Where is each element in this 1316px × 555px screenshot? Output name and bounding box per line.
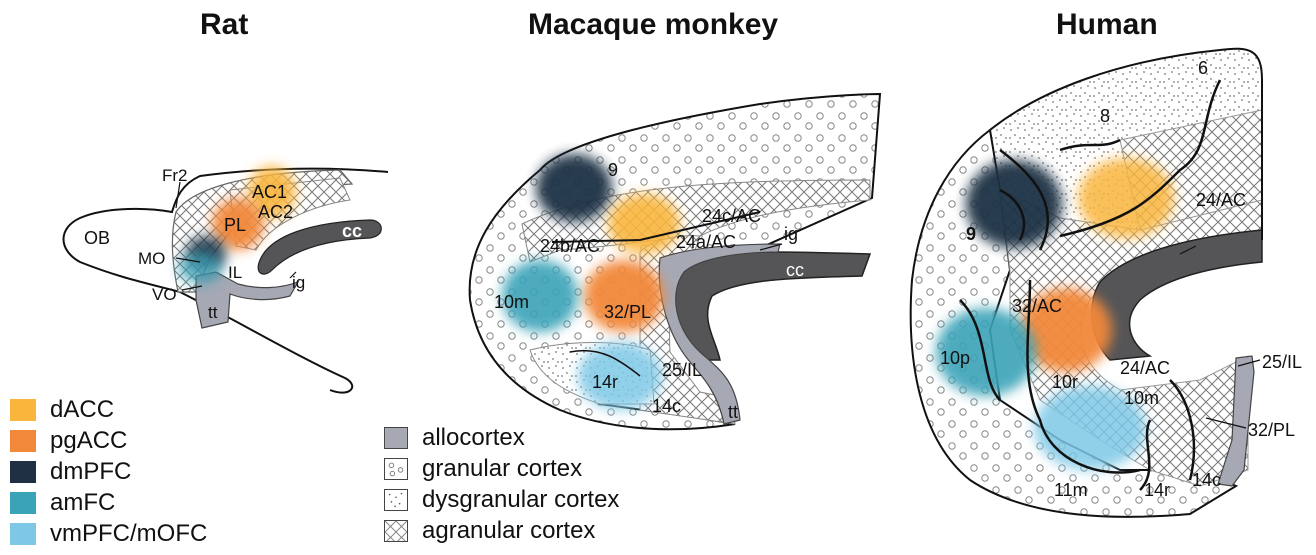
rat-label-pl: PL xyxy=(224,215,246,235)
legend-item-granular: granular cortex xyxy=(384,453,619,484)
human-label-8: 8 xyxy=(1100,106,1110,126)
human-label-14c: 14c xyxy=(1192,470,1221,490)
macaque-label-14c: 14c xyxy=(652,396,681,416)
macaque-label-25il: 25/IL xyxy=(662,360,702,380)
region-legend: dACC pgACC dmPFC amFC vmPFC/mOFC xyxy=(10,394,207,549)
rat-label-ob: OB xyxy=(84,228,110,248)
macaque-label-cc: cc xyxy=(786,260,804,280)
macaque-label-ig: ig xyxy=(784,224,798,244)
human-label-6: 6 xyxy=(1198,58,1208,78)
macaque-label-10m: 10m xyxy=(494,292,529,312)
human-label-32ac: 32/AC xyxy=(1012,296,1062,316)
allocortex-swatch xyxy=(384,427,408,449)
legend-item-pgacc: pgACC xyxy=(10,425,207,456)
pgacc-swatch xyxy=(10,430,36,452)
human-label-10p: 10p xyxy=(940,348,970,368)
legend-label-granular: granular cortex xyxy=(422,455,582,483)
legend-label-amfc: amFC xyxy=(50,489,115,517)
legend-label-dacc: dACC xyxy=(50,396,114,424)
dacc-swatch xyxy=(10,399,36,421)
legend-item-vmpfc: vmPFC/mOFC xyxy=(10,518,207,549)
macaque-label-9: 9 xyxy=(608,160,618,180)
human-label-24ac-lower: 24/AC xyxy=(1120,358,1170,378)
rat-label-cc: cc xyxy=(342,221,362,241)
rat-label-ig: ig xyxy=(292,273,305,292)
rat-brain: Fr2 AC1 AC2 PL cc OB MO IL VO ig tt xyxy=(64,166,389,393)
macaque-dmpfc-blob xyxy=(536,154,612,222)
macaque-label-24c: 24c/AC xyxy=(702,206,761,226)
rat-amfc-blob xyxy=(178,252,222,284)
rat-label-il: IL xyxy=(228,263,242,282)
macaque-label-tt: tt xyxy=(728,402,738,422)
dmpfc-swatch xyxy=(10,461,36,483)
legend-label-dysgranular: dysgranular cortex xyxy=(422,486,619,514)
macaque-label-24b: 24b/AC xyxy=(540,236,600,256)
vmpfc-swatch xyxy=(10,523,36,545)
human-label-14r: 14r xyxy=(1144,480,1170,500)
legend-item-allocortex: allocortex xyxy=(384,422,619,453)
macaque-brain: 9 24c/AC 24b/AC 24a/AC ig cc 10m 32/PL 1… xyxy=(470,94,880,429)
rat-label-ac1: AC1 xyxy=(252,182,287,202)
macaque-vmpfc-blob xyxy=(578,342,662,410)
legend-label-agranular: agranular cortex xyxy=(422,517,595,545)
macaque-label-14r: 14r xyxy=(592,372,618,392)
legend-item-agranular: agranular cortex xyxy=(384,515,619,546)
human-label-9: 9 xyxy=(966,224,976,244)
human-label-10r: 10r xyxy=(1052,372,1078,392)
legend-item-amfc: amFC xyxy=(10,487,207,518)
macaque-label-24a: 24a/AC xyxy=(676,232,736,252)
human-label-10m: 10m xyxy=(1124,388,1159,408)
legend-label-pgacc: pgACC xyxy=(50,427,127,455)
legend-label-vmpfc: vmPFC/mOFC xyxy=(50,520,207,548)
agranular-swatch xyxy=(384,520,408,542)
macaque-corpus-callosum xyxy=(672,252,870,360)
human-label-32pl: 32/PL xyxy=(1248,420,1295,440)
human-label-24ac-upper: 24/AC xyxy=(1196,190,1246,210)
human-label-25il: 25/IL xyxy=(1262,352,1302,372)
macaque-dacc-blob xyxy=(608,194,680,254)
legend-label-dmpfc: dmPFC xyxy=(50,458,131,486)
legend-item-dacc: dACC xyxy=(10,394,207,425)
rat-label-vo: VO xyxy=(152,285,177,304)
legend-item-dysgranular: dysgranular cortex xyxy=(384,484,619,515)
rat-label-tt: tt xyxy=(208,303,218,322)
human-label-11m: 11m xyxy=(1054,480,1088,500)
legend-label-allocortex: allocortex xyxy=(422,424,525,452)
human-brain: 6 8 9 24/AC 32/AC 10p 10r 24/AC 10m 25/I… xyxy=(911,49,1302,517)
amfc-swatch xyxy=(10,492,36,514)
rat-label-ac2: AC2 xyxy=(258,202,293,222)
cortex-legend: allocortex granular cortex dysgranular c… xyxy=(384,422,619,546)
dysgranular-swatch xyxy=(384,489,408,511)
human-dmpfc-blob xyxy=(966,160,1062,248)
macaque-label-32pl: 32/PL xyxy=(604,302,651,322)
rat-label-mo: MO xyxy=(138,249,165,268)
rat-label-fr2: Fr2 xyxy=(162,166,188,185)
legend-item-dmpfc: dmPFC xyxy=(10,456,207,487)
granular-swatch xyxy=(384,458,408,480)
